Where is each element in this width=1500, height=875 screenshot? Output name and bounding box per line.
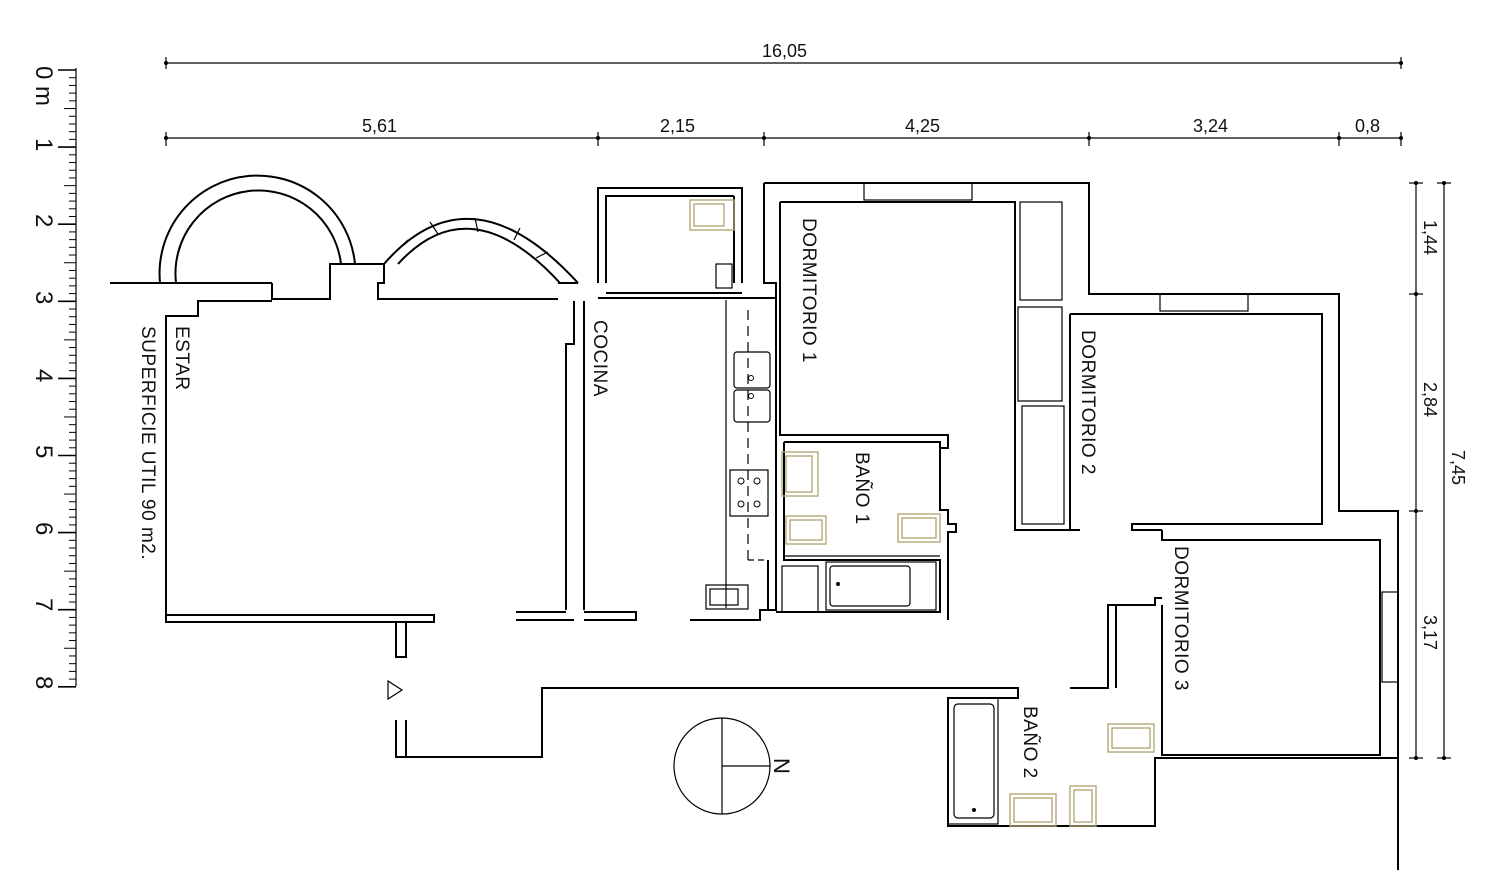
room-bano-2: BAÑO 2	[1019, 706, 1041, 779]
scale-bar: 0 m 1 2 3 4 5 6 7 8	[30, 66, 77, 689]
room-dormitorio-3: DORMITORIO 3	[1170, 546, 1191, 691]
bay-windows	[158, 174, 579, 284]
walls	[110, 182, 1399, 870]
room-superficie: SUPERFICIE UTIL 90 m2.	[137, 326, 158, 560]
room-bano-1: BAÑO 1	[851, 452, 873, 525]
kitchen-fixtures	[689, 199, 771, 610]
bath-fixtures	[781, 451, 1155, 827]
dim-seg-4: 3,24	[1193, 116, 1228, 136]
dim-seg-5: 0,8	[1355, 116, 1380, 136]
scale-label-8: 8	[30, 676, 57, 689]
dim-overall: 16,05	[762, 41, 807, 61]
north-label: N	[769, 758, 794, 774]
room-labels: ESTAR SUPERFICIE UTIL 90 m2. COCINA DORM…	[137, 218, 1191, 779]
scale-label-6: 6	[30, 522, 57, 535]
scale-label-4: 4	[30, 369, 57, 382]
scale-label-2: 2	[30, 214, 57, 227]
right-dimensions: 1,44 2,84 3,17 7,45	[1409, 181, 1468, 760]
scale-label-3: 3	[30, 291, 57, 304]
dim-seg-2: 2,15	[660, 116, 695, 136]
scale-label-1: 1	[30, 138, 57, 151]
scale-label-0: 0 m	[30, 66, 57, 106]
north-arrow-icon: N	[673, 717, 794, 815]
room-dormitorio-1: DORMITORIO 1	[798, 218, 819, 363]
dim-seg-1: 5,61	[362, 116, 397, 136]
dim-seg-3: 4,25	[905, 116, 940, 136]
dim-right-2: 2,84	[1420, 382, 1440, 417]
scale-label-5: 5	[30, 445, 57, 458]
room-dormitorio-2: DORMITORIO 2	[1077, 330, 1098, 475]
scale-label-7: 7	[30, 598, 57, 611]
dim-right-3: 3,17	[1420, 615, 1440, 650]
room-estar: ESTAR	[171, 326, 192, 390]
top-dimensions: 16,05 5,61 2,15 4,25 3,24 0,8	[164, 41, 1403, 146]
dim-right-total: 7,45	[1448, 450, 1468, 485]
dim-right-1: 1,44	[1420, 220, 1440, 255]
room-cocina: COCINA	[589, 320, 610, 397]
